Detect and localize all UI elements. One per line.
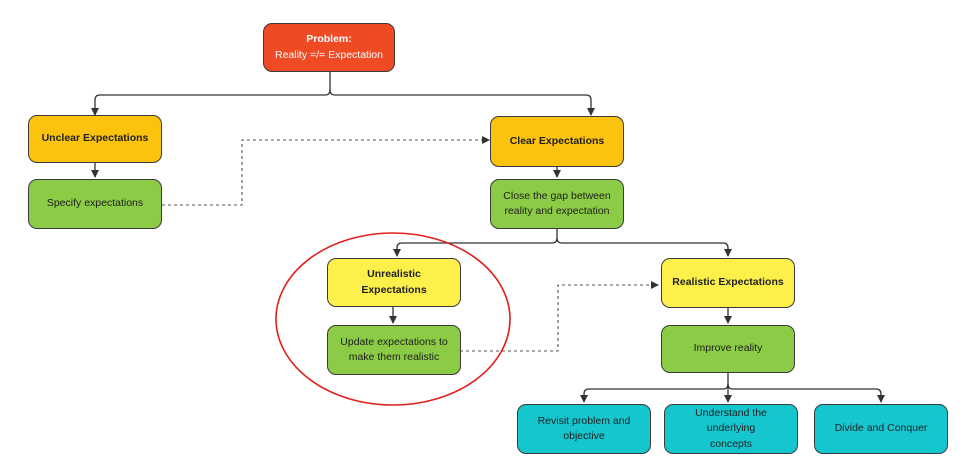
unclear-expectations-node: Unclear Expectations bbox=[28, 115, 162, 163]
close-gap-node: Close the gap between reality and expect… bbox=[490, 179, 624, 229]
connector-close-gap-to-realistic bbox=[556, 237, 732, 257]
understand-concepts-node: Understand the underlying concepts bbox=[664, 404, 798, 454]
unrealistic-expectations-label: Unrealistic Expectations bbox=[361, 268, 427, 296]
revisit-problem-node: Revisit problem and objective bbox=[517, 404, 651, 454]
close-gap-label: Close the gap between reality and expect… bbox=[503, 189, 611, 217]
problem-title: Problem: bbox=[306, 33, 352, 46]
unclear-expectations-label: Unclear Expectations bbox=[41, 132, 149, 145]
divide-and-conquer-node: Divide and Conquer bbox=[814, 404, 948, 454]
clear-expectations-node: Clear Expectations bbox=[490, 116, 624, 167]
improve-reality-label: Improve reality bbox=[693, 342, 763, 355]
divide-and-conquer-label: Divide and Conquer bbox=[834, 422, 928, 435]
connector-close-gap-to-unrealistic bbox=[393, 229, 558, 257]
connector-problem-to-clear bbox=[329, 89, 595, 116]
clear-expectations-label: Clear Expectations bbox=[509, 134, 605, 147]
problem-subtitle: Reality =/= Expectation bbox=[275, 48, 383, 61]
connector-problem-to-unclear bbox=[91, 72, 331, 116]
highlight-ellipse bbox=[275, 232, 511, 406]
revisit-problem-label: Revisit problem and objective bbox=[537, 414, 631, 442]
realistic-expectations-label: Realistic Expectations bbox=[672, 276, 784, 289]
connector-improve-to-divide bbox=[727, 383, 885, 403]
update-expectations-node: Update expectations to make them realist… bbox=[327, 325, 461, 375]
dashed-connector-specify-to-clear bbox=[162, 136, 490, 206]
improve-reality-node: Improve reality bbox=[661, 325, 795, 373]
unrealistic-expectations-node: Unrealistic Expectations bbox=[327, 258, 461, 307]
problem-node: Problem: Reality =/= Expectation bbox=[263, 23, 395, 72]
understand-concepts-label: Understand the underlying concepts bbox=[695, 407, 767, 450]
update-expectations-label: Update expectations to make them realist… bbox=[340, 335, 448, 363]
realistic-expectations-node: Realistic Expectations bbox=[661, 258, 795, 308]
dashed-connector-update-to-realistic bbox=[460, 281, 659, 352]
specify-expectations-node: Specify expectations bbox=[28, 179, 162, 229]
specify-expectations-label: Specify expectations bbox=[46, 197, 144, 210]
connector-improve-to-revisit bbox=[580, 373, 729, 403]
